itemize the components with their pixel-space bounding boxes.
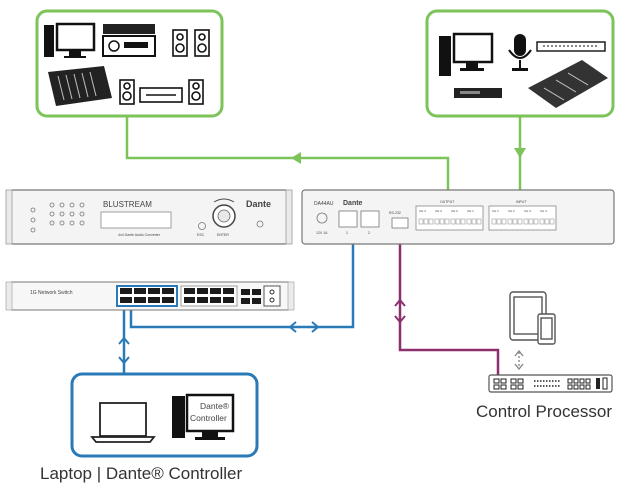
control-arrow-icon: [394, 298, 406, 324]
model-label: DA44AU: [314, 201, 334, 207]
network-switch: 1G Network Switch: [5, 281, 295, 311]
input-computer-icon: [439, 32, 494, 76]
rear-dante-logo: Dante: [343, 200, 363, 207]
front-subtitle: 4x4 Dante Audio Converter: [118, 233, 161, 237]
media-player-icon: [454, 88, 502, 98]
bidirectional-arrow-icon: [118, 321, 320, 365]
port-2-label: 2: [368, 231, 370, 235]
lcd-display: [100, 211, 172, 229]
amplifier-speakers-icon: [119, 79, 204, 105]
out-ch-3: CH 1: [467, 209, 474, 213]
brand-logo: BLUSTREAM: [103, 200, 152, 209]
control-processor-device: [488, 374, 613, 393]
input-mixer-icon: [528, 60, 608, 108]
in-ch-3: CH 4: [540, 209, 547, 213]
out-ch-0: CH 4: [419, 209, 426, 213]
dante-port-2: [360, 210, 380, 228]
switch-label: 1G Network Switch: [30, 290, 73, 296]
monitor-text-line2: Controller: [190, 413, 227, 423]
power-indicator: [256, 220, 264, 228]
speakers-icon: [172, 29, 210, 57]
microphone-icon: [508, 34, 532, 71]
esc-label: ESC: [197, 233, 205, 237]
laptop-controller-label: Laptop | Dante® Controller: [40, 464, 243, 483]
input-arrow-icon: [514, 148, 526, 158]
wireless-arrow-icon: [514, 349, 524, 371]
in-ch-0: CH 1: [492, 209, 499, 213]
output-audio-line: [125, 116, 450, 194]
power-socket: [316, 212, 328, 224]
mixing-console-icon: [48, 66, 112, 106]
in-ch-2: CH 3: [524, 209, 531, 213]
tablet-phone-icon: [509, 291, 556, 345]
rs232-port: [391, 217, 409, 229]
control-line: [398, 240, 500, 378]
front-dante-logo: Dante: [246, 199, 271, 209]
control-processor-label: Control Processor: [476, 402, 613, 421]
desktop-monitor-icon: Dante® Controller: [172, 393, 235, 440]
rs232-label: RS-232: [389, 211, 401, 215]
power-label: 12V 1A: [316, 231, 328, 235]
out-ch-2: CH 2: [451, 209, 458, 213]
av-receiver-icon: [102, 24, 156, 57]
output-terminals: [415, 205, 484, 231]
esc-button: [198, 222, 206, 230]
out-ch-1: CH 3: [435, 209, 442, 213]
rack-device-icon: [536, 41, 606, 52]
dante-port-1: [338, 210, 358, 228]
desktop-computer-icon: [44, 22, 96, 58]
enter-label: ENTER: [217, 233, 229, 237]
in-ch-1: CH 2: [508, 209, 515, 213]
converter-rear-panel: DA44AU 12V 1A Dante 1 2 RS-232 OUTPUT CH…: [301, 189, 615, 245]
monitor-text-line1: Dante®: [200, 401, 230, 411]
laptop-icon: [90, 402, 156, 443]
output-label: OUTPUT: [440, 200, 455, 204]
converter-front-panel: BLUSTREAM 4x4 Dante Audio Converter ESC …: [5, 189, 293, 245]
network-line-dante: [129, 240, 355, 329]
port-1-label: 1: [346, 231, 348, 235]
input-label: INPUT: [516, 200, 527, 204]
output-arrow-icon: [291, 152, 301, 164]
input-terminals: [488, 205, 557, 231]
